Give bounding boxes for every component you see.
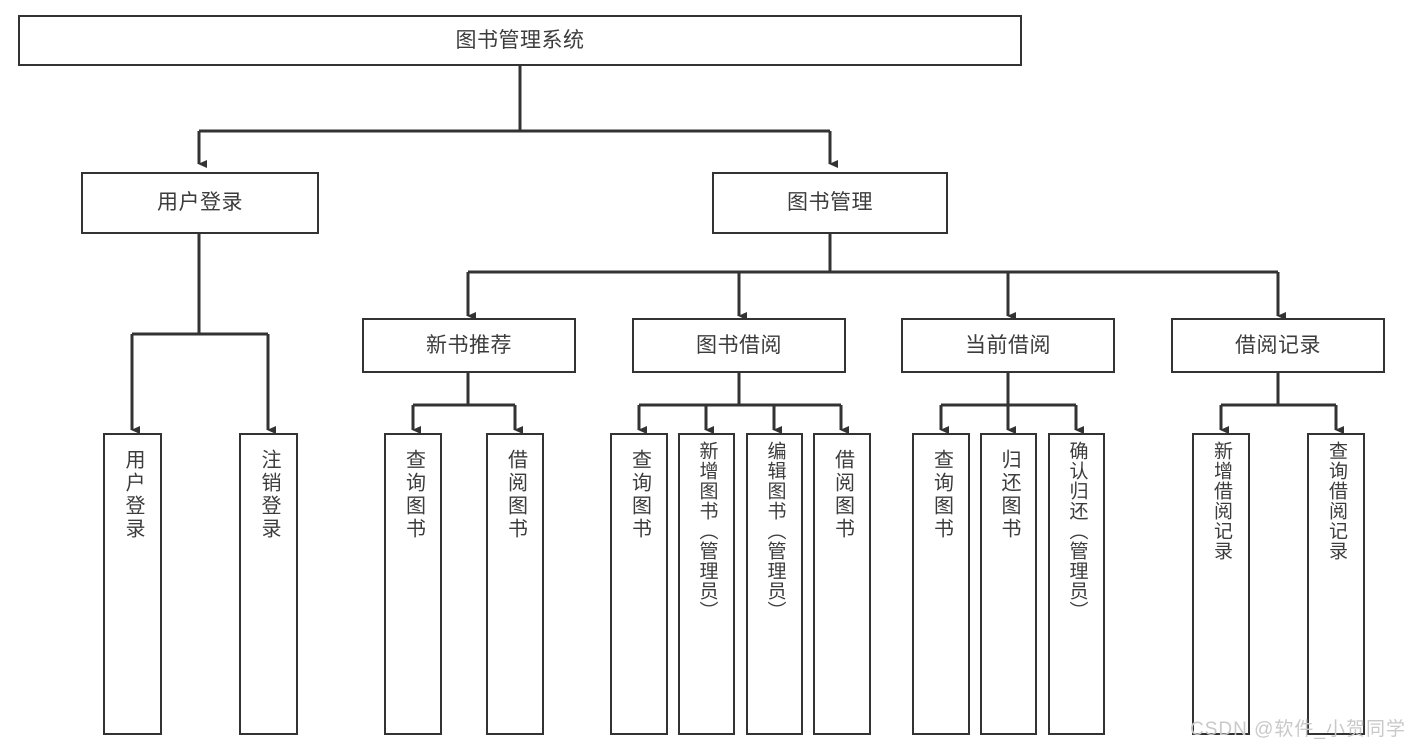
node-book-manage-label: 图书管理 xyxy=(787,191,873,215)
node-book-borrow-label: 图书借阅 xyxy=(696,333,782,357)
node-leaf-edit-book-label: 编辑图书（管理员） xyxy=(764,441,786,621)
node-leaf-user-login[interactable]: 用户登录 xyxy=(103,433,162,735)
node-leaf-query-book-2-label: 查询图书 xyxy=(628,449,651,541)
node-leaf-query-record[interactable]: 查询借阅记录 xyxy=(1307,433,1365,735)
node-root-label: 图书管理系统 xyxy=(455,28,585,52)
node-leaf-edit-book[interactable]: 编辑图书（管理员） xyxy=(746,433,803,735)
node-current-borrow[interactable]: 当前借阅 xyxy=(901,318,1115,373)
node-leaf-confirm-return-label: 确认归还（管理员） xyxy=(1066,441,1088,621)
node-borrow-record[interactable]: 借阅记录 xyxy=(1171,318,1385,373)
node-leaf-query-book-3-label: 查询图书 xyxy=(930,449,953,541)
node-leaf-add-book-label: 新增图书（管理员） xyxy=(696,441,718,621)
node-leaf-add-record[interactable]: 新增借阅记录 xyxy=(1192,433,1250,735)
node-leaf-return-book-label: 归还图书 xyxy=(998,449,1020,541)
node-leaf-borrow-book-2-label: 借阅图书 xyxy=(831,449,854,541)
node-book-borrow[interactable]: 图书借阅 xyxy=(632,318,846,373)
node-leaf-query-record-label: 查询借阅记录 xyxy=(1325,441,1347,561)
node-borrow-record-label: 借阅记录 xyxy=(1235,333,1321,357)
node-new-book-recommend-label: 新书推荐 xyxy=(426,333,512,357)
node-current-borrow-label: 当前借阅 xyxy=(965,333,1051,357)
node-leaf-query-book-1-label: 查询图书 xyxy=(402,449,425,541)
node-user-login[interactable]: 用户登录 xyxy=(81,172,319,234)
node-leaf-add-book[interactable]: 新增图书（管理员） xyxy=(678,433,735,735)
node-leaf-borrow-book-1-label: 借阅图书 xyxy=(504,449,527,541)
node-leaf-logout[interactable]: 注销登录 xyxy=(239,433,298,735)
node-leaf-add-record-label: 新增借阅记录 xyxy=(1210,441,1232,561)
node-root[interactable]: 图书管理系统 xyxy=(18,15,1022,66)
node-leaf-query-book-1[interactable]: 查询图书 xyxy=(384,433,442,735)
node-book-manage[interactable]: 图书管理 xyxy=(712,172,948,234)
node-leaf-return-book[interactable]: 归还图书 xyxy=(980,433,1037,735)
node-leaf-borrow-book-2[interactable]: 借阅图书 xyxy=(813,433,871,735)
node-new-book-recommend[interactable]: 新书推荐 xyxy=(362,318,576,373)
node-leaf-query-book-3[interactable]: 查询图书 xyxy=(912,433,970,735)
node-user-login-label: 用户登录 xyxy=(157,191,243,215)
node-leaf-confirm-return[interactable]: 确认归还（管理员） xyxy=(1048,433,1105,735)
node-leaf-query-book-2[interactable]: 查询图书 xyxy=(610,433,668,735)
node-leaf-borrow-book-1[interactable]: 借阅图书 xyxy=(486,433,544,735)
node-leaf-user-login-label: 用户登录 xyxy=(122,449,144,541)
node-leaf-logout-label: 注销登录 xyxy=(258,449,280,541)
